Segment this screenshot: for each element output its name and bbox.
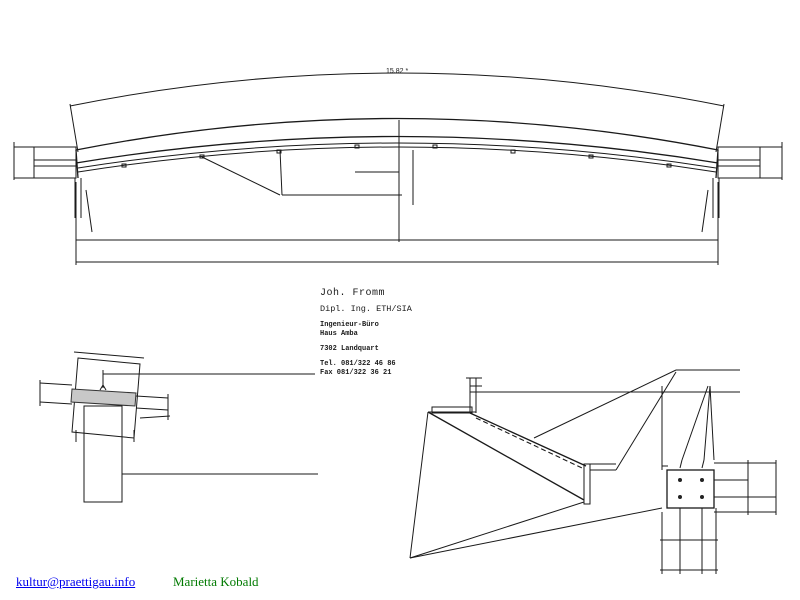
span-dimension-label: 15.82 * [386,68,409,75]
title-block: Joh. Fromm Dipl. Ing. ETH/SIA Ingenieur-… [320,288,460,378]
deck-plate-hatched [70,388,137,407]
office-name: Ingenieur-Büro [320,321,379,329]
author-name: Marietta Kobald [173,574,259,589]
arch-beam-top [75,117,719,151]
office-building: Haus Amba [320,330,358,338]
base-plate [660,385,777,574]
left-abutment [13,142,93,233]
cross-section-detail [39,351,318,503]
engineer-degree: Dipl. Ing. ETH/SIA [320,304,412,314]
office-phone: Tel. 081/322 46 86 [320,360,396,368]
bridge-elevation [13,72,783,265]
bolt-marks [121,144,672,168]
span-dimension-arc [69,72,725,107]
email-link[interactable]: kultur@praettigau.info [16,574,136,589]
engineer-name: Joh. Fromm [320,288,386,299]
bracket-connection-detail [409,369,777,574]
office-fax: Fax 081/322 36 21 [320,369,392,377]
arch-beam-bottom [75,135,719,164]
office-city: 7302 Landquart [320,345,379,353]
right-abutment [701,142,783,233]
